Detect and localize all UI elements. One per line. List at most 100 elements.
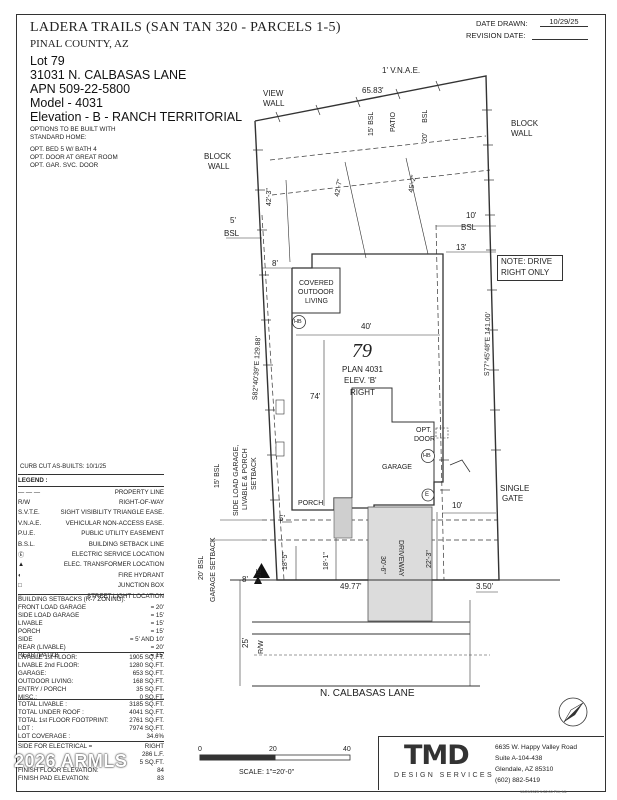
bsl-patio-label: PATIO xyxy=(390,112,397,132)
single-gate xyxy=(449,459,471,473)
area-row-key: GARAGE: xyxy=(18,669,47,677)
covered-living-label: LIVING xyxy=(305,298,328,305)
electrical-row-value: RIGHT xyxy=(144,742,164,750)
block-wall-label: BLOCK xyxy=(511,119,539,128)
area-row: OUTDOOR LIVING:168 SQ.FT. xyxy=(18,677,164,685)
right-setback-line xyxy=(435,224,445,581)
lot-address: 31031 N. CALBASAS LANE xyxy=(30,68,187,82)
legend-row-value: ELEC. TRANSFORMER LOCATION xyxy=(63,561,164,569)
hose-bib-icon xyxy=(292,315,306,329)
plan-name: PLAN 4031 xyxy=(342,365,383,374)
rear-setback-line xyxy=(269,135,487,161)
wall-ticks xyxy=(253,80,501,501)
date-drawn-value: 10/29/25 xyxy=(540,17,588,27)
lot-apn: APN 509-22-5800 xyxy=(30,82,131,96)
scale-tick: 40 xyxy=(343,746,351,753)
total-row: LOT :7974 SQ.FT. xyxy=(18,724,164,732)
transformer-icon xyxy=(253,563,270,578)
total-row-value: 34.6% xyxy=(146,732,164,740)
dim-13: 13' xyxy=(456,243,467,252)
electric-label: E xyxy=(425,492,430,498)
scale-bar-fill xyxy=(199,754,276,761)
bsl-patio-label: 15' BSL xyxy=(368,111,375,136)
electrical-row-key: FINISH PAD ELEVATION: xyxy=(18,774,90,782)
legend-row-key: B.S.L. xyxy=(18,540,35,548)
total-row-key: TOTAL 1st FLOOR FOOTPRINT: xyxy=(18,716,109,724)
driveway-slab xyxy=(367,506,433,622)
electrical-row-value: 83 xyxy=(157,774,164,782)
revision-date-line xyxy=(532,39,588,40)
address-line: (602) 882-5419 xyxy=(495,777,541,784)
total-row: TOTAL LIVABLE :3185 SQ.FT. xyxy=(18,700,164,708)
electrical-row-value: 84 xyxy=(157,766,164,774)
electrical-row: SIDE FOR ELECTRICAL =RIGHT xyxy=(18,742,164,750)
electrical-row: 286 L.F. xyxy=(18,750,164,758)
legend-row-value: VEHICULAR NON-ACCESS EASE. xyxy=(65,519,164,527)
area-row-key: ENTRY / PORCH xyxy=(18,685,67,693)
area-row: LIVABLE 2nd FLOOR: 1280 SQ.FT. xyxy=(18,661,164,669)
area-row-value: 35 SQ.FT. xyxy=(136,685,164,693)
lot-number-large: 79 xyxy=(352,340,372,362)
legend-row-key: P.U.E. xyxy=(18,530,36,538)
driveway-label: DRIVEWAY xyxy=(397,540,404,577)
garage-setback-label: 20' BSL xyxy=(198,555,205,580)
legend-row-value: BUILDING SETBACK LINE xyxy=(88,540,164,548)
watermark: 2026 ARMLS xyxy=(14,751,128,771)
total-row-key: LOT : xyxy=(18,724,34,732)
covered-living-label: OUTDOOR xyxy=(298,289,334,296)
side-load-label: LIVABLE & PORCH xyxy=(242,448,249,510)
lot-elevation: Elevation - B - RANCH TERRITORIAL xyxy=(30,110,243,124)
area-row-value: 1905 SQ.FT. xyxy=(129,653,164,661)
side-load-label: SETBACK xyxy=(251,457,258,490)
dim-30-6: 30'-6" xyxy=(379,556,386,574)
plan-elevation: ELEV. 'B' xyxy=(344,376,377,385)
area-row-key: LIVABLE 2nd FLOOR: xyxy=(18,661,80,669)
rw-label: R/W xyxy=(258,640,265,654)
date-drawn-label: DATE DRAWN: xyxy=(476,19,528,28)
area-row: ENTRY / PORCH 35 SQ.FT. xyxy=(18,685,164,693)
legend-row: V.N.A.E.VEHICULAR NON-ACCESS EASE. xyxy=(18,518,164,528)
legend-row-key: Ⓔ xyxy=(18,552,25,560)
drive-note-box: NOTE: DRIVE RIGHT ONLY xyxy=(497,255,563,281)
curb-cut-note: CURB CUT AS-BUILTS: 10/1/25 xyxy=(20,464,107,470)
legend-row-key: ◐ xyxy=(18,571,22,579)
legend-row-key: ▲ xyxy=(18,561,25,569)
lot-number: Lot 79 xyxy=(30,54,65,68)
setbacks-table: BUILDING SETBACKS (R-7 ZONING): FRONT LO… xyxy=(18,594,164,660)
setback-row-value: = 20' xyxy=(150,644,164,652)
dim-10: 10' xyxy=(452,501,463,510)
area-row-value: 1280 SQ.FT. xyxy=(129,661,164,669)
dim-18-5: 18'-5" xyxy=(282,552,289,570)
total-row-value: 2761 SQ.FT. xyxy=(129,716,164,724)
setback-row: SIDE LOAD GARAGE= 15' xyxy=(18,611,164,619)
title-block xyxy=(378,736,604,790)
electrical-row-value: 5 SQ.FT. xyxy=(139,758,164,766)
covered-living xyxy=(292,267,341,314)
scale-tick: 20 xyxy=(269,746,277,753)
side-bsl-label: 15' BSL xyxy=(214,463,221,488)
hose-bib-icon xyxy=(421,449,435,463)
bsl-20-label: 20' BSL xyxy=(422,109,429,142)
total-row-value: 3185 SQ.FT. xyxy=(129,700,164,708)
electric-service-icon xyxy=(421,488,435,502)
dim-74: 74' xyxy=(310,392,321,401)
covered-living-label: COVERED xyxy=(299,280,334,287)
electrical-row: FINISH FLOOR ELEVATION:84 xyxy=(18,766,164,774)
setback-row: SIDE= 5' AND 10' xyxy=(18,635,164,643)
dim-5: 5' xyxy=(279,514,285,523)
dim-8: 8' xyxy=(272,259,278,268)
setback-row: LIVABLE= 15' xyxy=(18,619,164,627)
setback-row: FRONT LOAD GARAGE= 20' xyxy=(18,603,164,611)
company-tagline: DESIGN SERVICES xyxy=(394,772,495,779)
dim-8b: 8' xyxy=(242,575,248,584)
single-gate-label: GATE xyxy=(502,494,524,503)
area-row-value: 0 SQ.FT. xyxy=(139,694,164,702)
setback-row-key: REAR (PATIO) xyxy=(18,652,59,660)
junction-box-icon xyxy=(275,399,285,415)
opt-door-label: DOOR xyxy=(414,436,435,443)
electrical-row: FINISH PAD ELEVATION: 83 xyxy=(18,774,164,782)
dim-42-3: 42'-3" xyxy=(266,188,273,206)
setback-row-key: SIDE LOAD GARAGE xyxy=(18,611,80,619)
